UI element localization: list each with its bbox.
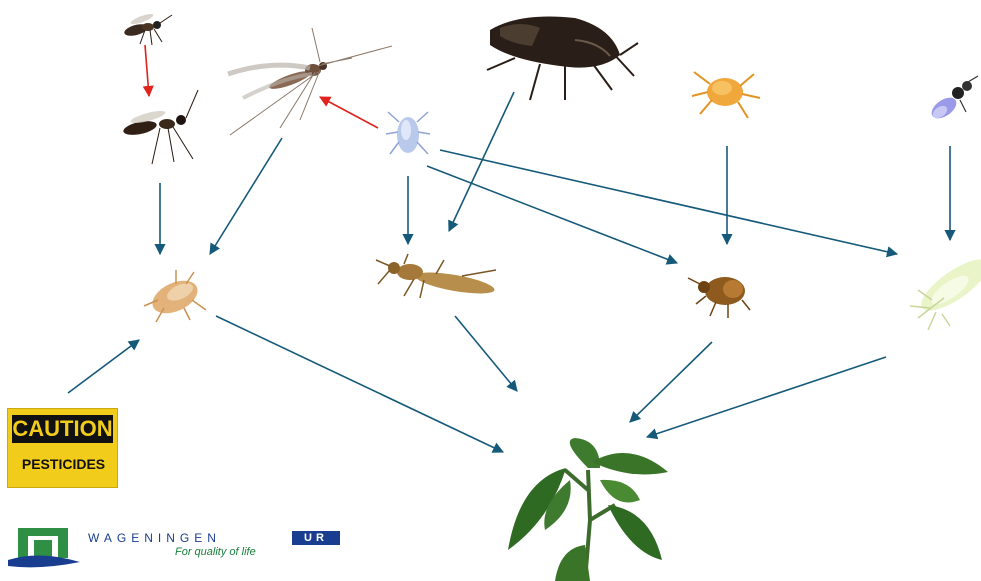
- wasp-icon: [123, 12, 172, 45]
- logo-suffix: UR: [292, 531, 340, 545]
- caution-heading: CAUTION: [12, 415, 113, 443]
- arrow-whitefly-to-plant: [647, 357, 886, 437]
- fungus-gnat-icon: [228, 28, 392, 135]
- arrow-wasp-to-wasp: [145, 45, 149, 96]
- plant-bug-icon: [487, 17, 638, 101]
- blue-mite-icon: [386, 112, 430, 154]
- arrow-mite-to-whitefly: [440, 150, 897, 254]
- logo-tagline: For quality of life: [175, 546, 256, 558]
- arrow-bug-to-thrips: [449, 92, 514, 231]
- logo-wordmark: WAGENINGEN: [88, 531, 221, 545]
- aphid-icon: [144, 270, 206, 322]
- wasp-icon: [122, 90, 198, 164]
- arrows: [68, 45, 950, 452]
- arrow-mite-to-beetle: [427, 166, 677, 263]
- arrow-aphid-to-plant: [216, 316, 503, 452]
- caution-pesticides-sign: CAUTION PESTICIDES: [7, 408, 118, 488]
- blue-wasp-icon: [928, 76, 978, 123]
- caution-subtext: PESTICIDES: [8, 456, 119, 472]
- arrow-thrips-to-plant: [455, 316, 517, 391]
- thrips-icon: [376, 254, 496, 298]
- arrow-gnat-to-aphid: [210, 138, 282, 254]
- arrow-pesticides-to-aphid: [68, 340, 139, 393]
- pepper-plant-icon: [508, 438, 668, 581]
- beetle-icon: [688, 277, 750, 318]
- wur-logo-icon: [8, 528, 80, 567]
- orange-mite-icon: [692, 72, 760, 118]
- arrow-beetle-to-plant: [630, 342, 712, 422]
- arrow-mite-to-gnat: [320, 97, 378, 128]
- whitefly-icon: [910, 251, 981, 330]
